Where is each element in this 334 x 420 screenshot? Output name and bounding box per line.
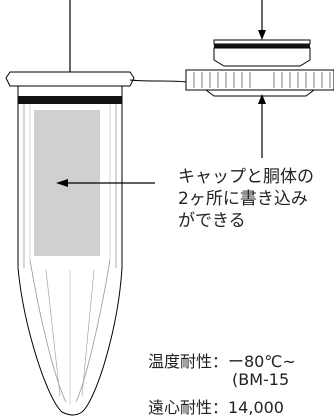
body-arrow — [56, 179, 155, 187]
temperature-spec-note: (BM-15 — [232, 370, 290, 389]
callout-line-2: 2ヶ所に書き込み — [178, 189, 308, 209]
callout-line-3: ができる — [178, 211, 246, 231]
cap-callout-arrow — [258, 94, 266, 158]
cap-arrow — [258, 0, 266, 40]
temperature-spec: 温度耐性：ー80℃~ — [148, 352, 296, 371]
centrifuge-spec: 遠心耐性：14,000 — [148, 398, 284, 417]
callout-line-1: キャップと胴体の — [178, 167, 314, 187]
tube-rim — [5, 71, 135, 87]
hinge-strap — [129, 79, 187, 83]
cap — [185, 39, 334, 97]
